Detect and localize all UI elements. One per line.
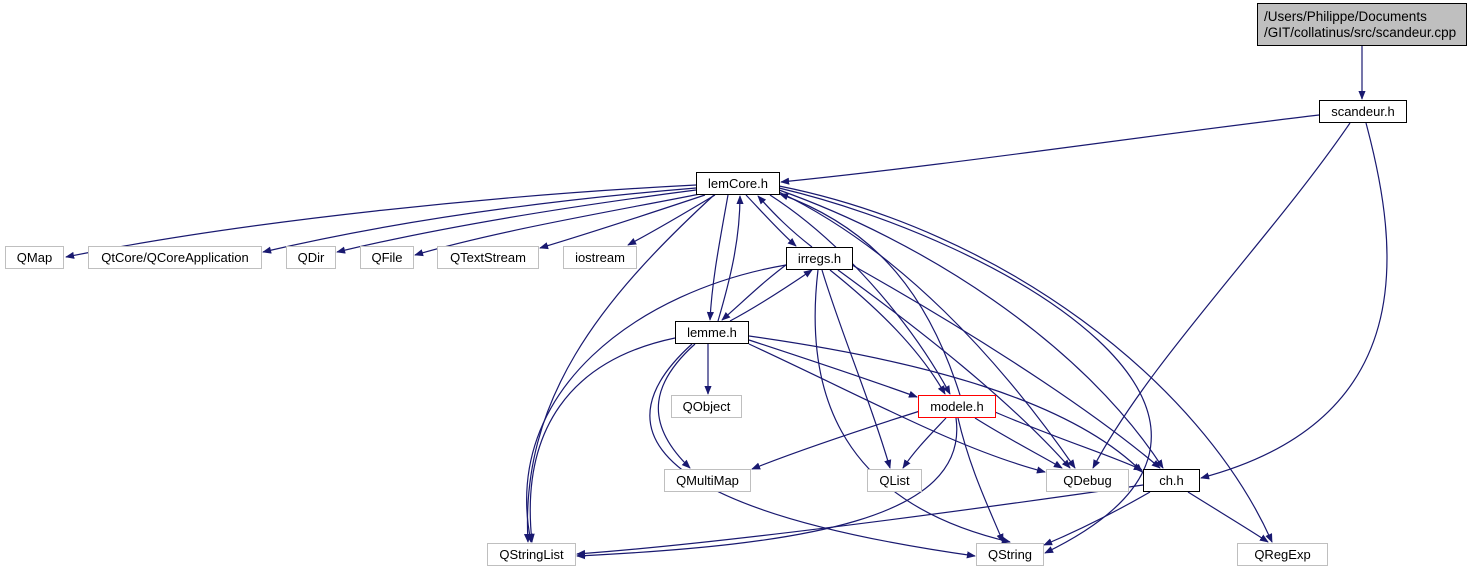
edge-lemcore-h-to-iostream xyxy=(627,194,716,246)
edge-lemcore-h-to-qcoreapplication xyxy=(262,187,697,254)
node-label-line: /GIT/collatinus/src/scandeur.cpp xyxy=(1264,24,1457,40)
edge-scandeur-h-to-qdebug xyxy=(1092,122,1351,469)
edge-irregs-h-to-qdebug xyxy=(837,269,1071,469)
node-modele-h[interactable]: modele.h xyxy=(918,395,996,418)
node-scandeur-h[interactable]: scandeur.h xyxy=(1319,100,1407,123)
edge-modele-h-to-qlist xyxy=(902,417,947,469)
edge-irregs-h-to-qstring xyxy=(814,269,1011,544)
node-qfile[interactable]: QFile xyxy=(360,246,414,269)
edge-lemcore-h-to-ch-h xyxy=(778,189,1164,469)
node-label: scandeur.h xyxy=(1331,104,1395,119)
node-label: QList xyxy=(879,473,910,488)
edge-lemcore-h-to-qstring xyxy=(778,187,1152,554)
node-label: lemme.h xyxy=(687,325,737,340)
edge-scandeur-h-to-ch-h xyxy=(1200,122,1388,480)
edge-lemme-h-to-qdebug xyxy=(748,343,1046,474)
node-label: QDir xyxy=(297,250,325,265)
edge-lemme-h-to-irregs-h xyxy=(729,269,813,322)
node-scandeur-cpp[interactable]: /Users/Philippe/Documents/GIT/collatinus… xyxy=(1257,3,1467,46)
edge-ch-h-to-qregexp xyxy=(1187,491,1269,543)
edge-irregs-h-to-ch-h xyxy=(851,264,1161,469)
edge-lemme-h-to-qmultimap xyxy=(657,343,696,469)
edge-modele-h-to-lemcore-h xyxy=(779,193,961,396)
edge-irregs-h-to-qlist xyxy=(821,269,892,469)
edge-ch-h-to-qstring xyxy=(1043,491,1151,546)
edge-lemcore-h-to-qtextstream xyxy=(539,194,706,250)
edge-lemcore-h-to-qregexp xyxy=(778,185,1273,543)
edge-lemcore-h-to-irregs-h xyxy=(745,194,797,247)
node-ch-h[interactable]: ch.h xyxy=(1143,469,1200,492)
node-label: QMap xyxy=(16,250,53,265)
node-label: QTextStream xyxy=(450,250,526,265)
edge-lemme-h-to-qstringlist xyxy=(527,337,676,543)
edge-lemcore-h-to-qdebug xyxy=(778,191,1076,469)
edge-lemcore-h-to-qfile xyxy=(414,193,701,257)
edge-ch-h-to-qstringlist xyxy=(576,484,1144,557)
node-label: QObject xyxy=(682,399,731,414)
node-qstringlist[interactable]: QStringList xyxy=(487,543,576,566)
node-label: ch.h xyxy=(1159,473,1184,488)
node-label: iostream xyxy=(575,250,625,265)
edge-lemcore-h-to-modele-h xyxy=(769,194,951,395)
node-label: QDebug xyxy=(1063,473,1112,488)
edge-modele-h-to-qstring xyxy=(957,417,1004,543)
node-label: irregs.h xyxy=(797,251,842,266)
node-label: QStringList xyxy=(499,547,564,562)
edge-lemme-h-to-qstring xyxy=(649,343,976,559)
edge-modele-h-to-qmultimap xyxy=(751,410,921,470)
edge-lemcore-h-to-qmap xyxy=(65,184,697,259)
node-lemme-h[interactable]: lemme.h xyxy=(675,321,749,344)
node-lemcore-h[interactable]: lemCore.h xyxy=(696,172,780,195)
edge-irregs-h-to-lemme-h xyxy=(721,261,791,321)
edge-modele-h-to-ch-h xyxy=(994,411,1143,471)
node-label: QMultiMap xyxy=(676,473,739,488)
node-label: modele.h xyxy=(930,399,984,414)
edge-lemme-h-to-modele-h xyxy=(748,339,918,398)
node-label-line: /Users/Philippe/Documents xyxy=(1264,8,1427,24)
node-qdir[interactable]: QDir xyxy=(286,246,336,269)
node-qdebug[interactable]: QDebug xyxy=(1046,469,1129,492)
node-qstring[interactable]: QString xyxy=(976,543,1044,566)
node-label: QString xyxy=(987,547,1033,562)
edge-irregs-h-to-lemcore-h xyxy=(757,195,813,248)
edge-lemcore-h-to-qdir xyxy=(336,189,697,254)
node-iostream[interactable]: iostream xyxy=(563,246,637,269)
node-label: QFile xyxy=(371,250,403,265)
edge-lemme-h-to-lemcore-h xyxy=(717,195,744,322)
node-qregexp[interactable]: QRegExp xyxy=(1237,543,1328,566)
node-qlist[interactable]: QList xyxy=(867,469,922,492)
node-irregs-h[interactable]: irregs.h xyxy=(786,247,853,270)
node-label: QRegExp xyxy=(1254,547,1311,562)
edge-irregs-h-to-qstringlist xyxy=(525,264,787,543)
node-qmultimap[interactable]: QMultiMap xyxy=(664,469,751,492)
node-label: QtCore/QCoreApplication xyxy=(101,250,249,265)
node-qcoreapplication[interactable]: QtCore/QCoreApplication xyxy=(88,246,262,269)
node-qobject[interactable]: QObject xyxy=(671,395,742,418)
edge-modele-h-to-qstringlist xyxy=(576,417,958,560)
edge-irregs-h-to-modele-h xyxy=(829,269,946,395)
edge-lemcore-h-to-lemme-h xyxy=(706,194,729,321)
node-label: lemCore.h xyxy=(708,176,768,191)
node-qmap[interactable]: QMap xyxy=(5,246,64,269)
edge-lemme-h-to-ch-h xyxy=(748,335,1143,473)
edge-lemcore-h-to-qstringlist xyxy=(523,194,715,543)
node-qtextstream[interactable]: QTextStream xyxy=(437,246,539,269)
edge-scandeur-h-to-lemcore-h xyxy=(780,114,1320,185)
edge-modele-h-to-qdebug xyxy=(974,417,1063,469)
